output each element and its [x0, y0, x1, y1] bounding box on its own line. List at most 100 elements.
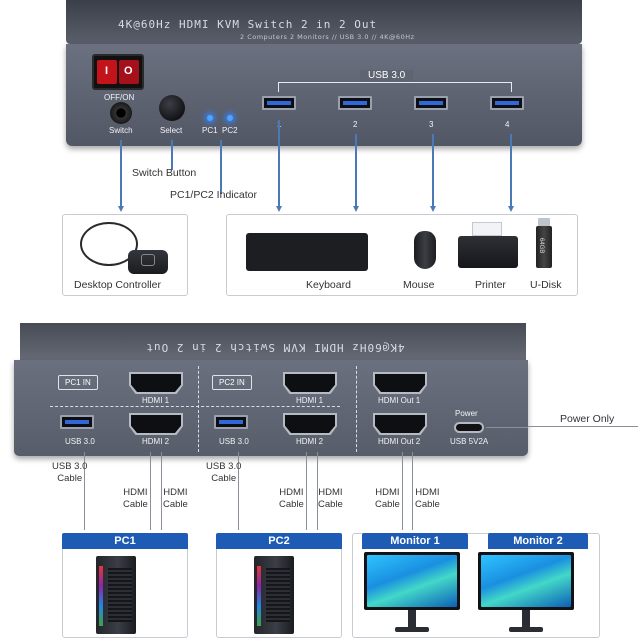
pc2-usb-label: USB 3.0 [219, 437, 249, 446]
hdmi-cable-2a-line2: Cable [279, 499, 304, 510]
pc2-led-indicator [227, 115, 233, 121]
hdmi-cable-2b-line2: Cable [318, 499, 343, 510]
switch-label: Switch [109, 126, 133, 135]
hdmi-out1-label: HDMI Out 1 [378, 396, 421, 405]
usb-port-3[interactable] [414, 96, 448, 110]
hdmi-cable-1b-line2: Cable [163, 499, 188, 510]
keyboard-label: Keyboard [306, 279, 351, 291]
pc2-hdmi2-port[interactable] [285, 415, 335, 433]
usb-port-4-number: 4 [505, 120, 510, 129]
select-connector-line [171, 140, 173, 170]
hdmi-cable-3a-line1: HDMI [375, 487, 400, 498]
power-label: Power [455, 409, 478, 418]
pc1-hdmi2-port[interactable] [131, 415, 181, 433]
pc2-tower-icon [254, 556, 294, 634]
pc1-hdmi1-label: HDMI 1 [142, 396, 170, 405]
hdmi-cable-label-1a: HDMI Cable [123, 487, 148, 511]
pc2-tag: PC2 [216, 533, 342, 549]
rocker-on-half: I [97, 60, 117, 84]
hdmi-cable-3a-line2: Cable [375, 499, 400, 510]
printer-paper-icon [472, 222, 502, 236]
pc2-hdmi2-label: HDMI 2 [296, 437, 324, 446]
usb-cable-label-2: USB 3.0 Cable [206, 461, 241, 485]
printer-icon [458, 236, 518, 268]
kvm-back-panel [14, 360, 528, 456]
out2-cable-line [412, 452, 413, 530]
hdmi-cable-label-3b: HDMI Cable [415, 487, 440, 511]
power-usbc-port[interactable] [454, 422, 484, 433]
usb1-arrow-icon [276, 206, 282, 212]
udisk-icon: 64GB [536, 226, 552, 268]
monitor2-neck [522, 610, 530, 628]
printer-label: Printer [475, 279, 506, 291]
usb-group-bracket [278, 82, 512, 92]
pc2-usb-port[interactable] [214, 415, 248, 429]
usb4-connector-line [510, 134, 512, 208]
usb2-arrow-icon [353, 206, 359, 212]
desktop-controller-jack[interactable] [110, 102, 132, 124]
pc1-in-label: PC1 IN [58, 375, 98, 390]
usb-port-4[interactable] [490, 96, 524, 110]
pc1-usb-cable-line [84, 452, 85, 530]
pc1-hdmi2-label: HDMI 2 [142, 437, 170, 446]
pc1-usb-port[interactable] [60, 415, 94, 429]
pc2-hdmi1-label: HDMI 1 [296, 396, 324, 405]
monitor2-icon [478, 552, 574, 610]
indicator-connector-line [220, 140, 222, 194]
select-label: Select [160, 126, 183, 135]
usb3-arrow-icon [430, 206, 436, 212]
monitor1-tag: Monitor 1 [362, 533, 468, 549]
off-mark: O [124, 65, 133, 77]
pc1-hdmi1-cable-line [150, 452, 151, 530]
hdmi-out2-port[interactable] [375, 415, 425, 433]
monitor1-foot [395, 627, 429, 632]
controller-cable-icon [80, 222, 138, 266]
off-on-label: OFF/ON [104, 93, 135, 102]
udisk-label: U-Disk [530, 279, 562, 291]
mouse-label: Mouse [403, 279, 435, 291]
device-title-mirrored: 4K@60Hz HDMI KVM Switch 2 in 2 Out [145, 341, 405, 354]
device-subtitle: 2 Computers 2 Monitors // USB 3.0 // 4K@… [240, 33, 415, 41]
indicator-callout: PC1/PC2 Indicator [170, 189, 257, 201]
hdmi-cable-label-1b: HDMI Cable [163, 487, 188, 511]
pc1-tower-icon [96, 556, 136, 634]
pc1-led-indicator [207, 115, 213, 121]
hdmi-out1-port[interactable] [375, 374, 425, 392]
mouse-icon [414, 231, 436, 269]
pc1-hdmi2-cable-line [161, 452, 162, 530]
kvm-front-panel [66, 44, 582, 146]
monitor2-foot [509, 627, 543, 632]
pc2-led-label: PC2 [222, 126, 238, 135]
usb-cable-label-1-line1: USB 3.0 [52, 461, 88, 472]
pc2-hdmi1-port[interactable] [285, 374, 335, 392]
power-rocker-switch[interactable]: I O [92, 54, 144, 90]
hdmi-cable-label-2b: HDMI Cable [318, 487, 343, 511]
hdmi-out2-label: HDMI Out 2 [378, 437, 421, 446]
hdmi-cable-1a-line2: Cable [123, 499, 148, 510]
udisk-capacity-text: 64GB [538, 238, 544, 254]
hdmi-cable-1b-line1: HDMI [163, 487, 188, 498]
usb3-connector-line [432, 134, 434, 208]
power-connector-line [486, 427, 528, 428]
power-only-label: Power Only [560, 413, 615, 425]
pc1-led-label: PC1 [202, 126, 218, 135]
controller-arrow-icon [118, 206, 124, 212]
divider-rows [50, 406, 340, 407]
usb-port-3-number: 3 [429, 120, 434, 129]
hdmi-cable-1a-line1: HDMI [123, 487, 148, 498]
usb-port-1[interactable] [262, 96, 296, 110]
usb4-arrow-icon [508, 206, 514, 212]
pc2-in-label: PC2 IN [212, 375, 252, 390]
hdmi-cable-2a-line1: HDMI [279, 487, 304, 498]
usb-cable-label-2-line2: Cable [211, 473, 237, 484]
controller-button-icon [141, 254, 155, 266]
usb-group-label: USB 3.0 [360, 70, 414, 81]
select-button[interactable] [159, 95, 185, 121]
pc1-tag: PC1 [62, 533, 188, 549]
pc2-hdmi2-cable-line [317, 452, 318, 530]
usb-cable-label-1-line2: Cable [57, 473, 83, 484]
monitor1-neck [408, 610, 416, 628]
usb-port-2[interactable] [338, 96, 372, 110]
pc1-hdmi1-port[interactable] [131, 374, 181, 392]
usb-cable-label-2-line1: USB 3.0 [206, 461, 242, 472]
